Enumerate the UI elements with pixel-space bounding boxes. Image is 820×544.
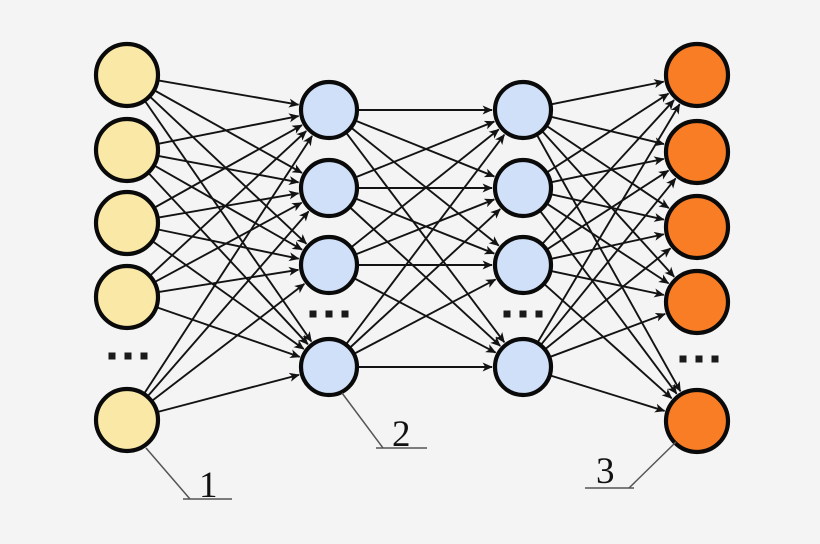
callout-1: 1 <box>145 447 232 506</box>
leader-line <box>628 441 677 489</box>
connection-edge <box>158 155 300 185</box>
ellipsis-dot <box>711 355 719 363</box>
ellipsis-dot <box>503 310 511 318</box>
callout-number: 3 <box>596 451 615 492</box>
connection-edge <box>158 266 300 293</box>
connection-edge <box>351 128 500 248</box>
neuron-output-layer-2[interactable] <box>663 118 731 186</box>
ellipsis-dot <box>108 352 116 360</box>
neuron-input-layer-2[interactable] <box>93 116 161 184</box>
ellipsis-icon-hidden-layer-2 <box>503 310 543 318</box>
connection-edge <box>545 247 672 350</box>
callout-2: 2 <box>341 392 427 455</box>
neuron-hidden-layer-2-2[interactable] <box>492 157 554 219</box>
neuron-output-layer-5[interactable] <box>663 387 731 455</box>
leader-line <box>341 392 384 449</box>
ellipsis-icon-hidden-layer-1 <box>309 310 349 318</box>
connection-edge <box>144 101 313 343</box>
ellipsis-dot <box>535 310 543 318</box>
connection-edge <box>550 312 666 358</box>
connection-edge <box>354 278 497 355</box>
connection-edge <box>350 208 501 348</box>
ellipsis-icon-input-layer <box>108 352 148 360</box>
connection-edges <box>143 79 682 413</box>
connection-edge <box>356 198 495 256</box>
connection-edge <box>158 372 300 413</box>
connection-edge <box>154 165 303 251</box>
connection-edge <box>550 374 666 413</box>
callout-number: 2 <box>392 414 411 455</box>
connection-edge <box>551 156 665 183</box>
neuron-input-layer-1[interactable] <box>93 41 161 109</box>
connection-edge <box>546 125 670 209</box>
connection-edge <box>147 210 310 397</box>
connection-edge <box>158 228 300 262</box>
connection-edge <box>551 79 665 106</box>
connection-edge <box>540 177 677 345</box>
neuron-input-layer-3[interactable] <box>93 189 161 257</box>
neuron-hidden-layer-1-4[interactable] <box>298 336 360 398</box>
connection-edge <box>542 131 675 278</box>
connection-edge <box>547 92 670 173</box>
ellipsis-dot <box>140 352 148 360</box>
connection-edge <box>152 241 305 350</box>
connection-edge <box>158 190 300 219</box>
neuron-output-layer-4[interactable] <box>663 268 731 336</box>
connection-edge <box>152 283 306 401</box>
connection-edge <box>154 90 303 174</box>
neuron-hidden-layer-2-3[interactable] <box>492 234 554 296</box>
connection-edge <box>157 306 301 359</box>
ellipsis-dot <box>519 310 527 318</box>
connection-edge <box>547 169 670 250</box>
ellipsis-dot <box>325 310 333 318</box>
connection-edge <box>539 211 678 395</box>
callout-labels: 1 2 3 <box>145 392 677 506</box>
neuron-nodes <box>93 41 731 455</box>
ellipsis-dot <box>695 355 703 363</box>
neuron-hidden-layer-1-1[interactable] <box>298 79 360 141</box>
callout-3: 3 <box>585 441 677 492</box>
connection-edge <box>536 135 682 393</box>
neuron-output-layer-1[interactable] <box>663 41 731 109</box>
leader-line <box>145 447 191 500</box>
connection-edge <box>551 231 665 260</box>
connection-edge <box>154 124 303 208</box>
ellipsis-dot <box>341 310 349 318</box>
neuron-output-layer-3[interactable] <box>663 193 731 261</box>
connection-edge <box>356 120 496 178</box>
ellipsis-markers <box>108 310 719 363</box>
ellipsis-dot <box>124 352 132 360</box>
connection-edge <box>158 113 300 145</box>
neuron-hidden-layer-1-2[interactable] <box>298 157 360 219</box>
ellipsis-icon-output-layer <box>679 355 719 363</box>
neuron-hidden-layer-2-1[interactable] <box>492 79 554 141</box>
connection-edge <box>537 103 681 343</box>
neuron-hidden-layer-2-4[interactable] <box>492 336 554 398</box>
connection-edge <box>551 270 665 298</box>
neuron-input-layer-5[interactable] <box>93 386 161 454</box>
connection-edge <box>155 201 303 283</box>
neuron-input-layer-4[interactable] <box>93 263 161 331</box>
connection-edge <box>346 134 506 345</box>
connection-edge <box>544 283 673 400</box>
connection-edge <box>158 79 300 108</box>
ellipsis-dot <box>309 310 317 318</box>
neuron-hidden-layer-1-3[interactable] <box>298 234 360 296</box>
connection-edge <box>143 135 313 394</box>
connection-edge <box>551 115 665 147</box>
connection-edge <box>542 99 675 244</box>
connection-edge <box>150 130 307 276</box>
ellipsis-dot <box>679 355 687 363</box>
callout-number: 1 <box>199 465 218 506</box>
connection-edge <box>150 96 308 245</box>
connection-edge <box>148 173 309 345</box>
